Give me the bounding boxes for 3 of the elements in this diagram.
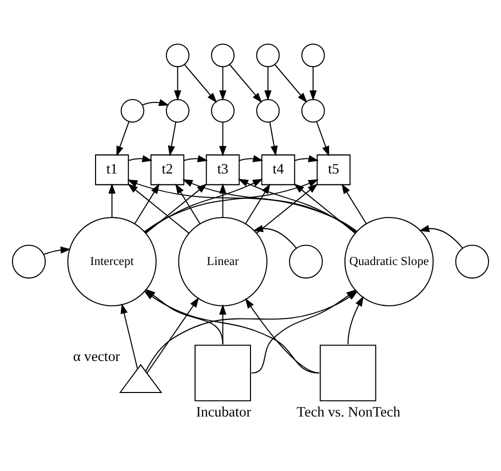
node-label: α vector: [73, 348, 120, 364]
node-label: Tech vs. NonTech: [296, 404, 400, 420]
node-label: Incubator: [196, 404, 252, 420]
